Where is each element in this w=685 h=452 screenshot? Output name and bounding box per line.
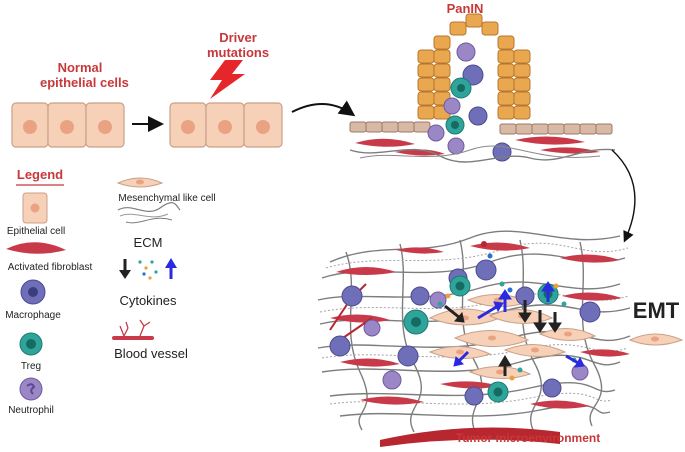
legend-treg: Treg xyxy=(20,361,42,372)
arrow-icon xyxy=(291,100,356,117)
legend-cytokines: Cytokines xyxy=(119,293,177,308)
panin-label: PanIN xyxy=(446,1,484,16)
mutated-epithelial-cells xyxy=(169,102,283,148)
driver-label-line2: mutations xyxy=(206,45,270,60)
legend-macrophage: Macrophage xyxy=(5,310,61,321)
normal-epithelial-cells xyxy=(11,102,125,148)
arrow-icon xyxy=(611,149,636,243)
legend-title: Legend xyxy=(16,167,64,182)
legend-icons xyxy=(6,177,181,401)
driver-label: Driver mutations xyxy=(200,30,276,60)
legend-mesenchymal: Mesenchymal like cell xyxy=(118,193,216,204)
tumor-microenvironment xyxy=(317,230,684,447)
legend-ecm: ECM xyxy=(133,235,163,250)
panin-structure xyxy=(349,13,616,163)
normal-label-line1: Normal xyxy=(57,60,103,75)
driver-label-line1: Driver xyxy=(219,30,257,45)
legend-vessel: Blood vessel xyxy=(114,346,188,361)
normal-label: Normal epithelial cells xyxy=(40,60,129,90)
emt-label: EMT xyxy=(632,298,680,323)
tme-label: Tumor microenvironment xyxy=(455,431,601,445)
legend-epithelial: Epithelial cell xyxy=(6,226,66,237)
lightning-icon xyxy=(210,60,245,99)
legend-fibroblast: Activated fibroblast xyxy=(7,262,93,273)
legend-neutrophil: Neutrophil xyxy=(8,405,54,416)
normal-label-line2: epithelial cells xyxy=(40,75,129,90)
